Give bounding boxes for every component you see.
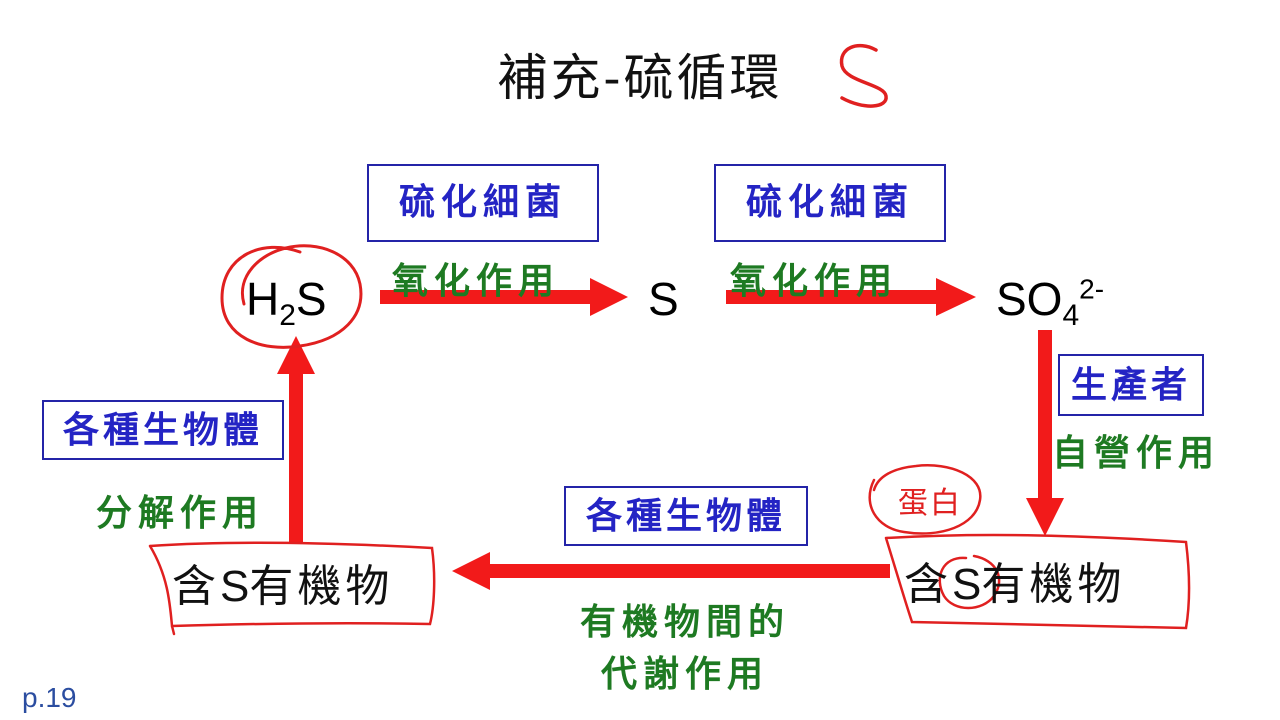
protein-circle-mark [868, 464, 982, 535]
right-s-circle-mark [938, 554, 1001, 610]
label-autotrophy: 自營作用 [1052, 432, 1221, 474]
arrow-organic-to-organic [452, 552, 890, 590]
protein-note: 蛋白 [898, 486, 962, 521]
label-oxidation-1: 氧化作用 [392, 260, 561, 302]
page-title: 補充-硫循環 [497, 49, 783, 107]
label-box-producer: 生產者 [1058, 354, 1204, 416]
h2s-circle-mark [220, 244, 363, 349]
label-metabolism: 有機物間的 代謝作用 [579, 601, 790, 695]
organic-left-outline [148, 541, 436, 636]
page-number: p.19 [22, 682, 77, 713]
label-box-sulfur-bacteria-2: 硫化細菌 [714, 164, 946, 242]
node-organic-left: 含S有機物 [172, 561, 394, 612]
label-oxidation-2: 氧化作用 [730, 260, 899, 302]
organic-right-outline [884, 533, 1191, 630]
handwritten-s-mark [839, 44, 888, 108]
arrow-s-to-so4 [726, 278, 976, 316]
handwritten-s-text: S [836, 40, 837, 41]
arrow-h2s-to-s [380, 278, 628, 316]
label-box-organisms-bottom: 各種生物體 [564, 486, 808, 546]
node-so4: SO42- [996, 273, 1105, 333]
node-s: S [648, 273, 679, 325]
label-box-sulfur-bacteria-1: 硫化細菌 [367, 164, 599, 242]
node-h2s: H2S [246, 273, 327, 333]
arrow-organic-to-h2s [277, 336, 315, 544]
node-organic-right: 含S有機物 [904, 559, 1126, 610]
label-box-organisms-left: 各種生物體 [42, 400, 284, 460]
arrow-so4-to-organic [1026, 330, 1064, 536]
label-decomposition: 分解作用 [96, 492, 265, 534]
